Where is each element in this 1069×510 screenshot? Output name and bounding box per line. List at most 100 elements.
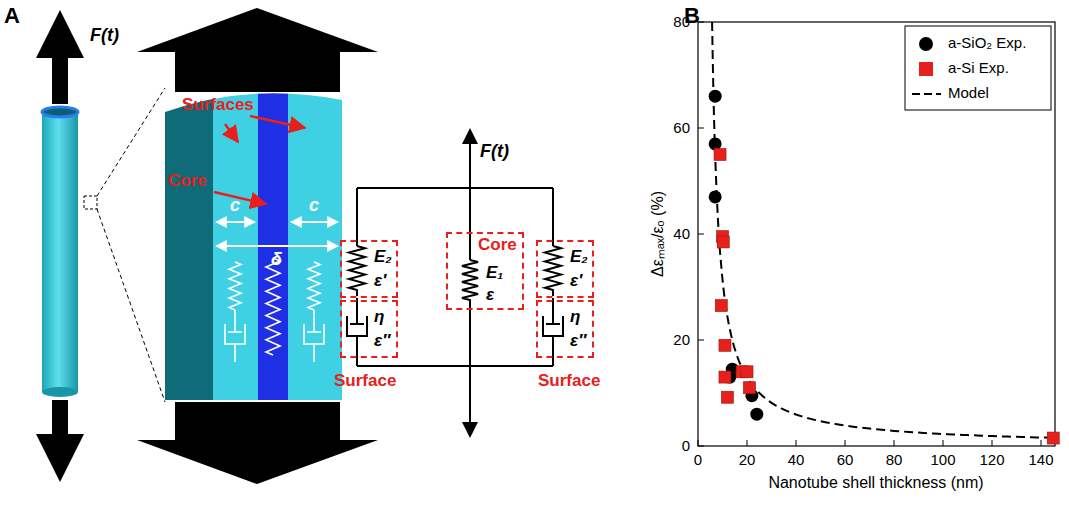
tick — [943, 440, 944, 446]
data-point — [719, 339, 731, 351]
dimension-label: c — [309, 196, 319, 216]
wire — [357, 365, 553, 367]
legend-text: a-Si Exp. — [948, 60, 1009, 77]
core-element: CoreE₁ ε — [446, 232, 524, 310]
panel-letter: A — [4, 4, 20, 28]
axis-tick: 0 — [682, 438, 690, 455]
parameter-symbol: E₂ — [374, 248, 392, 267]
leader-arrow — [225, 124, 238, 142]
legend-swatch — [919, 37, 933, 51]
data-point — [719, 371, 731, 383]
arrow-head — [462, 422, 478, 438]
tube-end — [42, 387, 78, 397]
axis-tick: 40 — [673, 226, 690, 243]
tick — [698, 340, 704, 341]
dimension-label: c — [230, 196, 240, 216]
element-sketch — [225, 258, 324, 362]
wire — [469, 140, 471, 260]
force-arrow — [36, 10, 84, 104]
legend-swatch — [919, 62, 933, 76]
surface-element: ηε″ — [340, 300, 398, 358]
tick — [992, 440, 993, 446]
element-label: Surface — [334, 372, 396, 391]
surface-element: η ε″ — [536, 300, 594, 358]
legend-text: Model — [948, 85, 989, 102]
zoom-line — [97, 88, 165, 196]
tick — [698, 234, 704, 235]
surface-element: E₂ε′ — [536, 240, 594, 298]
axis-tick: 80 — [673, 14, 690, 31]
data-point — [715, 300, 727, 312]
force-arrow — [36, 400, 84, 482]
shape — [266, 258, 280, 355]
nanotube — [42, 112, 78, 392]
legend-line — [912, 93, 941, 95]
callout-label: Surfaces — [182, 96, 254, 115]
tick — [747, 440, 748, 446]
shape — [304, 262, 324, 362]
zoom-line — [97, 209, 165, 402]
zoom-box — [84, 196, 97, 209]
dimension-arrow — [291, 221, 338, 223]
rect — [213, 80, 258, 400]
tick — [1041, 440, 1042, 446]
data-point — [709, 190, 722, 203]
rect — [258, 80, 288, 400]
parameter-symbol: E₁ — [486, 264, 503, 283]
legend-box — [905, 26, 1051, 110]
legend-text: a-SiO₂ Exp. — [948, 35, 1026, 52]
tick — [845, 440, 846, 446]
model-curve — [712, 22, 1051, 438]
tick — [796, 440, 797, 446]
axis-tick: 40 — [788, 452, 805, 469]
data-point — [741, 366, 753, 378]
parameter-symbol: ε — [486, 286, 494, 305]
shape — [225, 262, 245, 362]
rect — [165, 80, 213, 400]
wire — [462, 260, 478, 426]
axis-tick: 100 — [930, 452, 955, 469]
axis-tick: 120 — [979, 452, 1004, 469]
dimension-arrow — [216, 245, 338, 247]
force-label: F(t) — [90, 26, 119, 46]
tick — [698, 446, 704, 447]
leader-arrow — [250, 116, 305, 128]
wire — [545, 246, 561, 296]
chart — [698, 22, 1059, 446]
axis-tick: 20 — [739, 452, 756, 469]
plot-frame — [698, 22, 1055, 446]
tick — [894, 440, 895, 446]
data-point — [714, 149, 726, 161]
axis-tick: 140 — [1028, 452, 1053, 469]
force-arrow — [137, 402, 378, 484]
arrow-head — [462, 128, 478, 144]
tick — [698, 440, 699, 446]
tube-rim — [42, 107, 78, 117]
parameter-symbol: η — [374, 308, 384, 327]
force-label: F(t) — [480, 142, 509, 162]
data-point — [1047, 432, 1059, 444]
axis-tick: 60 — [673, 120, 690, 137]
element-label: Core — [478, 236, 517, 255]
element-label: Surface — [538, 372, 600, 391]
wire — [349, 246, 365, 296]
parameter-symbol: ε′ — [374, 272, 386, 291]
shell-section — [165, 80, 342, 400]
wire — [356, 188, 358, 246]
parameter-symbol: E₂ — [570, 248, 588, 267]
parameter-symbol: ε″ — [570, 332, 586, 351]
axis-tick: 0 — [694, 452, 702, 469]
dimension-arrow — [216, 221, 255, 223]
parameter-symbol: η — [570, 308, 580, 327]
callout-label: Core — [168, 172, 207, 191]
data-point — [750, 408, 763, 421]
force-arrow — [137, 8, 378, 92]
wire — [552, 188, 554, 246]
axis-tick: 80 — [886, 452, 903, 469]
data-point — [721, 391, 733, 403]
axis-tick: 20 — [673, 332, 690, 349]
axis-title: Nanotube shell thickness (nm) — [768, 474, 983, 492]
axis-tick: 60 — [837, 452, 854, 469]
